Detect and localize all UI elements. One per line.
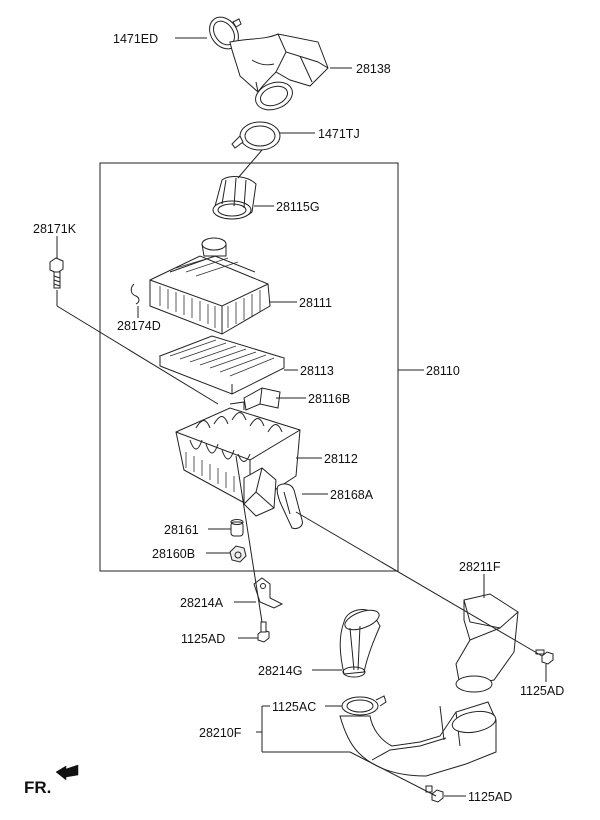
label-28214A: 28214A <box>180 596 224 610</box>
part-1471TJ-clamp <box>231 121 281 151</box>
label-1471TJ: 1471TJ <box>318 127 360 141</box>
label-28110: 28110 <box>426 364 460 378</box>
part-1125AD-bolt-b <box>535 649 554 665</box>
label-28214G: 28214G <box>258 664 302 678</box>
label-28138: 28138 <box>356 62 391 76</box>
label-28171K: 28171K <box>33 222 77 236</box>
part-28111-upper-cover <box>130 237 271 335</box>
label-1125AD-right: 1125AD <box>520 684 564 698</box>
part-28210F-resonator-duct <box>339 701 497 777</box>
assembly-frame-28110 <box>99 162 399 572</box>
label-28174D: 28174D <box>117 319 161 333</box>
label-28160B: 28160B <box>152 547 195 561</box>
part-28115G-hose <box>212 176 257 220</box>
part-1125AC-clamp <box>341 695 387 716</box>
part-28214A-bracket <box>253 577 284 609</box>
label-28112: 28112 <box>324 452 358 466</box>
part-28161-grommet <box>230 519 244 537</box>
label-28168A: 28168A <box>330 488 374 502</box>
front-arrow-icon <box>55 764 79 781</box>
label-28116B: 28116B <box>308 392 350 406</box>
label-1471ED: 1471ED <box>113 32 158 46</box>
part-28112-lower-case <box>175 401 301 517</box>
part-1125AD-bolt-a <box>257 621 270 643</box>
part-28116B-bracket <box>243 387 281 411</box>
label-1125AC: 1125AC <box>272 700 316 714</box>
part-28168A-seal <box>276 483 303 529</box>
part-28211F-duct <box>455 593 519 693</box>
label-28211F: 28211F <box>459 560 501 574</box>
part-28160B-insulator <box>229 545 247 563</box>
part-labels: 1471ED 28138 1471TJ 28115G 28171K 28111 … <box>33 32 564 804</box>
label-28210F: 28210F <box>199 726 242 740</box>
label-1125AD-bottom: 1125AD <box>468 790 512 804</box>
front-orientation-marker: FR. <box>24 764 79 797</box>
front-label: FR. <box>24 778 51 797</box>
part-28214G-elbow-hose <box>339 609 381 678</box>
label-1125AD-left: 1125AD <box>181 632 225 646</box>
label-28113: 28113 <box>300 364 334 378</box>
label-28161: 28161 <box>164 523 199 537</box>
label-28115G: 28115G <box>276 200 320 214</box>
part-28113-filter-element <box>158 335 286 395</box>
part-28171K-bolt <box>49 257 64 289</box>
label-28111: 28111 <box>299 296 332 310</box>
leader-lines <box>56 37 547 797</box>
part-1125AD-bolt-c <box>425 785 444 803</box>
part-28138-intake-duct <box>229 33 329 111</box>
